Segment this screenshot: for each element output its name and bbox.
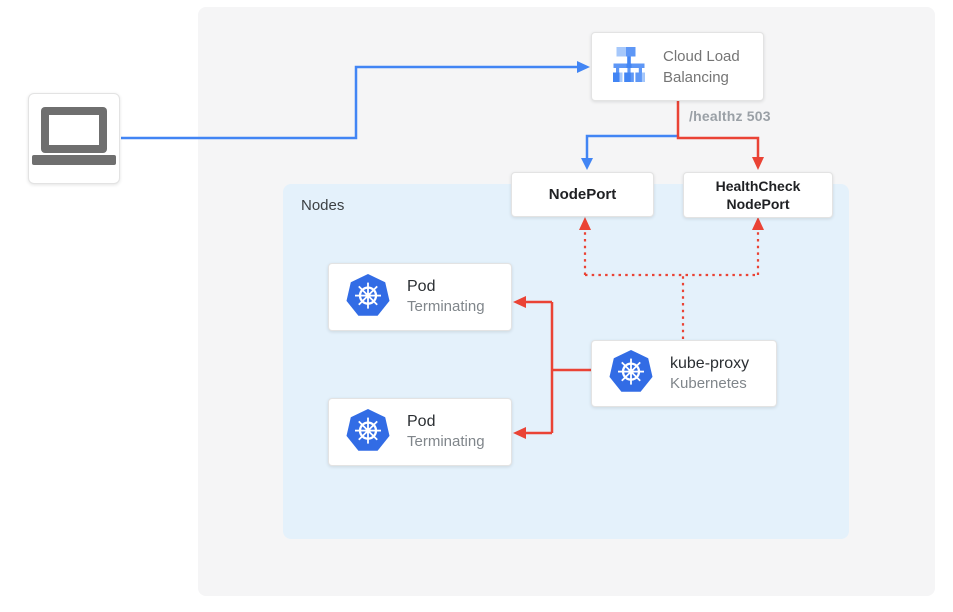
nodeport-node: NodePort [511, 172, 654, 217]
nodeport-label: NodePort [548, 186, 617, 203]
kube-proxy-subtitle: Kubernetes [670, 374, 747, 392]
healthcheck-nodeport-node: HealthCheck NodePort [683, 172, 833, 218]
kubernetes-icon [346, 273, 390, 322]
pod-1-node: Pod Terminating [328, 263, 512, 331]
kubernetes-icon [346, 408, 390, 457]
cloud-load-balancing-icon [609, 44, 649, 89]
client-node [28, 93, 120, 184]
cloud-load-balancing-node: Cloud Load Balancing [591, 32, 764, 101]
laptop-icon [32, 106, 116, 171]
pod-2-title: Pod [407, 413, 436, 430]
nodes-group-label: Nodes [301, 197, 345, 214]
pod-1-status: Terminating [407, 298, 485, 315]
pod-2-node: Pod Terminating [328, 398, 512, 466]
healthcheck-nodeport-label: HealthCheck NodePort [715, 178, 801, 212]
kube-proxy-title: kube-proxy [670, 354, 750, 372]
kube-proxy-node: kube-proxy Kubernetes [591, 340, 777, 407]
kubernetes-icon [609, 349, 653, 398]
cloud-load-balancing-label: Cloud Load Balancing [663, 47, 740, 86]
healthz-503-edge-label: /healthz 503 [689, 108, 771, 124]
pod-1-title: Pod [407, 278, 436, 295]
pod-2-status: Terminating [407, 433, 485, 450]
